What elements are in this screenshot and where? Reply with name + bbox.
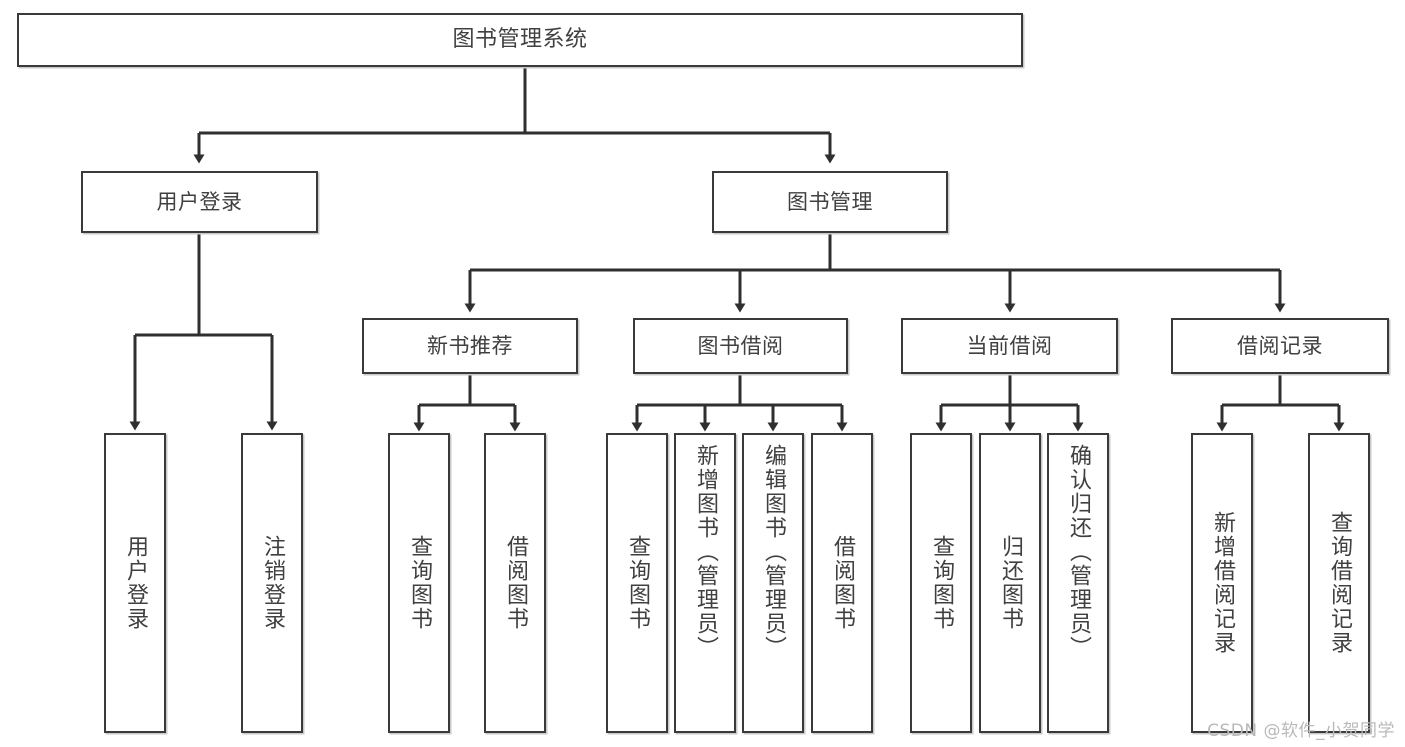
node-leaf-add-book[interactable]: 新增图书（管理员）	[674, 433, 736, 733]
node-leaf-logout-login[interactable]: 注销登录	[241, 433, 303, 733]
node-leaf-confirm-return[interactable]: 确认归还（管理员）	[1047, 433, 1109, 733]
node-label: 借阅图书	[503, 535, 528, 631]
node-label: 用户登录	[123, 535, 148, 631]
node-leaf-query-book-current[interactable]: 查询图书	[910, 433, 972, 733]
node-label: 用户登录	[156, 189, 243, 214]
node-label: 编辑图书（管理员）	[761, 444, 786, 660]
node-borrow-record[interactable]: 借阅记录	[1171, 318, 1389, 374]
node-leaf-query-book-borrow[interactable]: 查询图书	[606, 433, 668, 733]
node-label: 归还图书	[998, 535, 1023, 631]
node-label: 查询借阅记录	[1327, 511, 1352, 655]
node-user-login[interactable]: 用户登录	[81, 171, 318, 233]
node-leaf-borrow-book-recommend[interactable]: 借阅图书	[484, 433, 546, 733]
node-new-book-recommend[interactable]: 新书推荐	[362, 318, 578, 374]
node-label: 查询图书	[407, 535, 432, 631]
node-leaf-query-book-recommend[interactable]: 查询图书	[388, 433, 450, 733]
node-label: 新增借阅记录	[1210, 511, 1235, 655]
node-label: 新增图书（管理员）	[693, 444, 718, 660]
node-label: 借阅记录	[1237, 333, 1323, 358]
node-book-borrow[interactable]: 图书借阅	[633, 318, 848, 374]
node-label: 图书借阅	[697, 333, 784, 358]
node-leaf-query-borrow-record[interactable]: 查询借阅记录	[1308, 433, 1370, 733]
csdn-watermark: CSDN @软件_小贺同学	[1207, 721, 1395, 741]
node-label: 当前借阅	[966, 333, 1053, 358]
node-book-manage[interactable]: 图书管理	[712, 171, 948, 233]
node-leaf-user-login[interactable]: 用户登录	[104, 433, 166, 733]
node-current-borrow[interactable]: 当前借阅	[901, 318, 1118, 374]
node-label: 查询图书	[625, 535, 650, 631]
node-label: 图书管理系统	[452, 27, 588, 53]
node-label: 新书推荐	[427, 333, 513, 358]
node-label: 借阅图书	[830, 535, 855, 631]
node-leaf-borrow-book[interactable]: 借阅图书	[811, 433, 873, 733]
node-leaf-add-borrow-record[interactable]: 新增借阅记录	[1191, 433, 1253, 733]
node-label: 查询图书	[929, 535, 954, 631]
node-root-book-management-system[interactable]: 图书管理系统	[17, 13, 1023, 67]
node-label: 确认归还（管理员）	[1066, 444, 1091, 660]
node-label: 图书管理	[787, 189, 873, 214]
node-label: 注销登录	[260, 535, 285, 631]
node-leaf-return-book[interactable]: 归还图书	[979, 433, 1041, 733]
node-leaf-edit-book[interactable]: 编辑图书（管理员）	[742, 433, 804, 733]
